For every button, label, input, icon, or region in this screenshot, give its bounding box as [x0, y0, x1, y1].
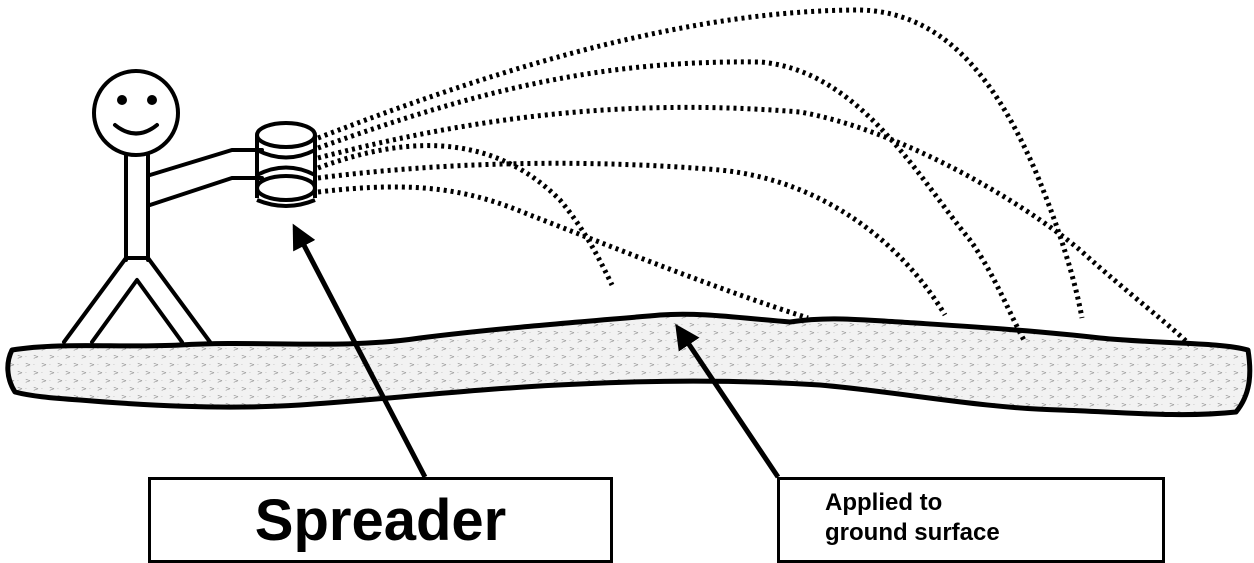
ground-arrow	[675, 323, 781, 479]
spray-line-5	[317, 160, 948, 317]
spray-line-1	[317, 7, 1085, 319]
spreader-arrow	[292, 223, 428, 479]
spray-line-6	[317, 184, 809, 321]
applied-label-box: Applied to ground surface	[777, 477, 1165, 563]
spreader-label-box: Spreader	[148, 477, 613, 563]
stick-figure-icon	[62, 69, 264, 344]
applied-label-line-1: Applied to	[825, 489, 943, 516]
left-eye-icon	[117, 95, 127, 105]
ground-strip	[5, 311, 1253, 418]
spreader-device-icon	[255, 121, 317, 208]
head-icon	[92, 69, 180, 157]
spray-line-3	[317, 104, 1192, 347]
spray-trajectories	[317, 7, 1192, 347]
spreader-label: Spreader	[254, 487, 507, 553]
applied-label-line-2: ground surface	[825, 519, 1000, 546]
pointer-arrows	[292, 223, 781, 479]
spray-line-2	[317, 59, 1028, 344]
spray-line-4	[317, 143, 615, 287]
smile-icon	[113, 123, 159, 136]
right-eye-icon	[147, 95, 157, 105]
